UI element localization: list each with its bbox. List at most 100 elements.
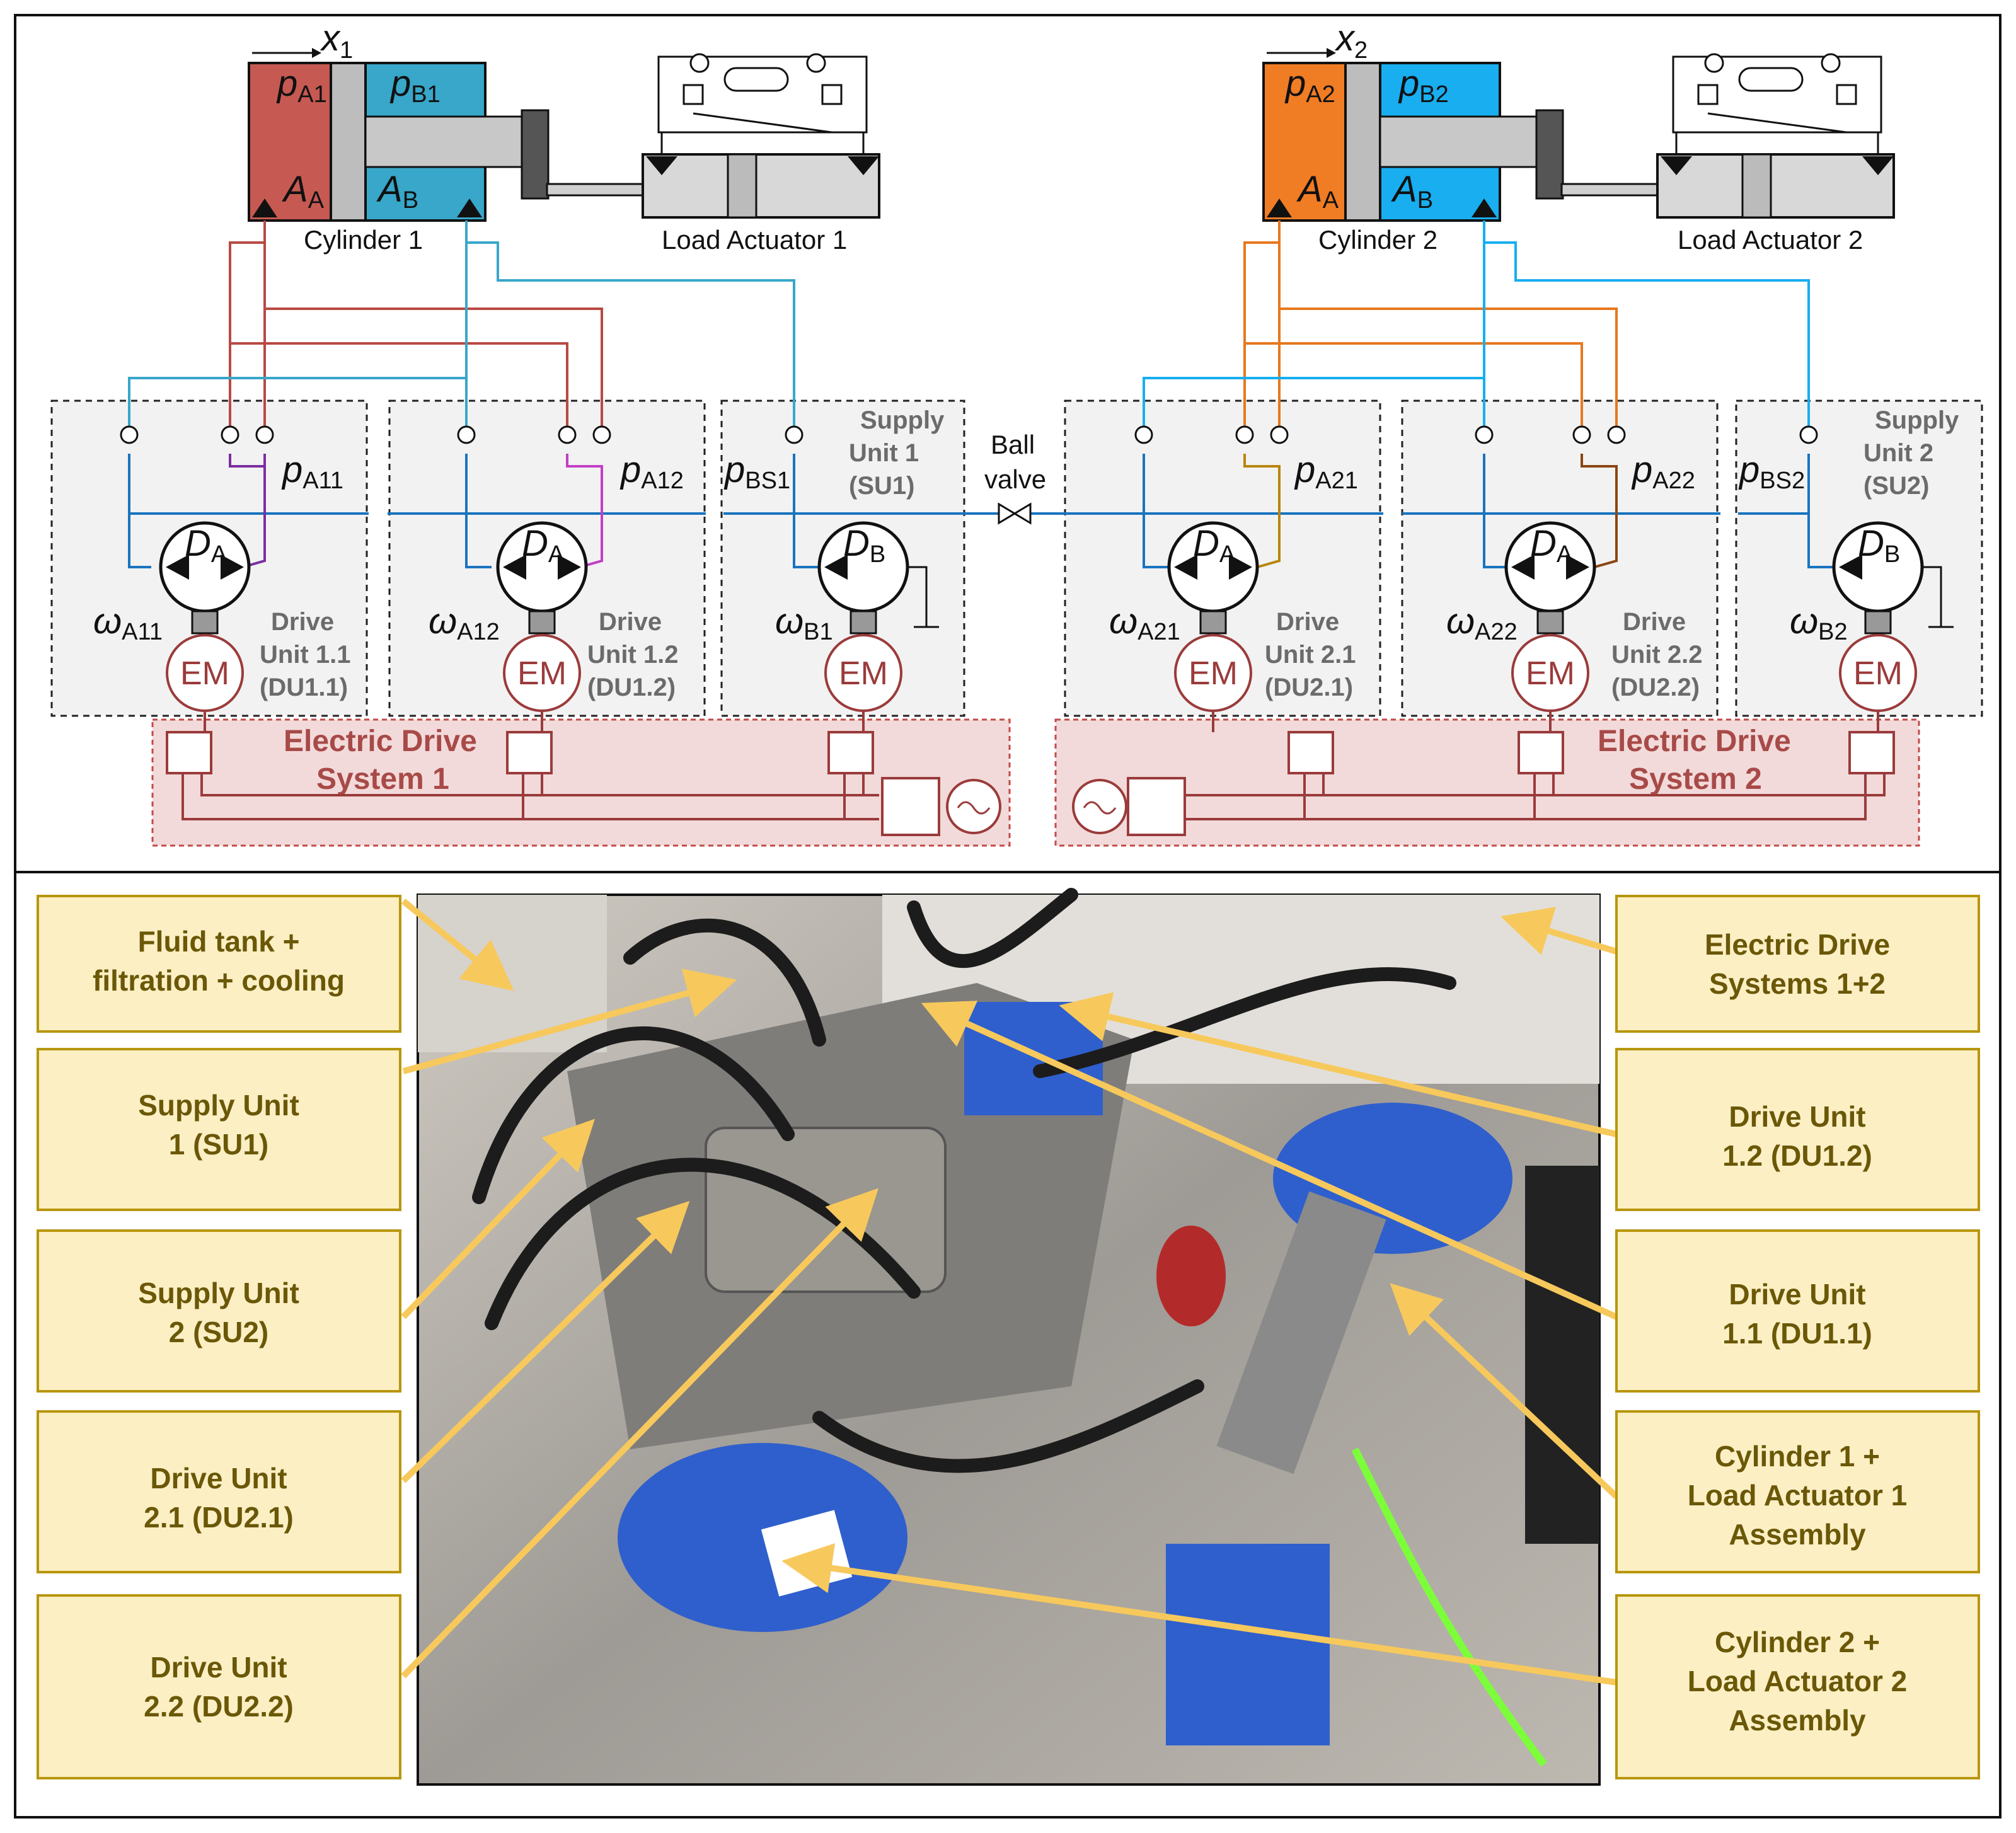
cylinder-2: x2 pA2 pB2 AA AB Cylinder 2 [1262, 18, 1746, 255]
cylinder1-label: Cylinder 1 [304, 225, 423, 255]
pressure-label: pBS2 [1738, 449, 1805, 494]
callout-arrows [401, 899, 1619, 1686]
inverter-icon [1518, 731, 1564, 774]
left-callouts: Fluid tank + filtration + cooling Supply… [37, 895, 401, 1779]
ac-source-2-icon [1083, 801, 1117, 815]
callout-du11-line2: 1.1 (DU1.1) [1722, 1317, 1872, 1350]
unit-name-line3: (DU1.2) [587, 674, 676, 701]
callout-cyl2-line1: Cylinder 2 + [1715, 1626, 1880, 1658]
cylinder1-rod [364, 115, 524, 168]
cylinder1-piston [330, 62, 367, 222]
unit-name-line2: Unit 1 [849, 439, 919, 467]
callout-cyl2 [1615, 1594, 1980, 1779]
cylinder2-rod-end [1535, 109, 1564, 200]
callout-du22 [37, 1594, 401, 1779]
cylinder2-x-label: x2 [1334, 18, 1368, 64]
inverter-icon [827, 731, 874, 774]
unit-name-line1: Drive [599, 608, 662, 636]
displacement-label: DA [1530, 523, 1573, 568]
callout-su1 [37, 1048, 401, 1211]
unit-name-line3: (DU2.2) [1611, 674, 1700, 701]
callout-du22-line1: Drive Unit [150, 1651, 287, 1684]
motor-label: EM [1853, 655, 1903, 692]
inverter-icon [166, 731, 212, 774]
callout-eds-line2: Systems 1+2 [1709, 967, 1886, 1000]
unit-name-line2: Unit 1.1 [260, 641, 350, 669]
cylinder1-rod-end [521, 109, 550, 200]
speed-label: ωA11 [93, 600, 163, 645]
pipes-system-2 [996, 221, 1954, 628]
callout-du11-line1: Drive Unit [1729, 1278, 1865, 1311]
cylinder1-pb-label: pB1 [389, 63, 441, 108]
unit-name-line3: (DU1.1) [260, 674, 348, 701]
pressure-label: pA21 [1294, 449, 1358, 494]
callout-su2-line1: Supply Unit [138, 1277, 299, 1309]
callout-du21-line2: 2.1 (DU2.1) [144, 1501, 294, 1534]
inverter-icon [506, 731, 553, 774]
unit-name-line3: (SU2) [1863, 472, 1929, 500]
unit-name-line2: Unit 1.2 [587, 641, 678, 669]
load-actuator-2: Load Actuator 2 [1656, 53, 1895, 255]
pressure-label: pA12 [619, 449, 684, 494]
cylinder2-aa-label: AA [1296, 169, 1339, 214]
callout-cyl1 [1615, 1410, 1980, 1573]
pressure-label: pBS1 [723, 449, 790, 494]
inverter-icon [1287, 731, 1334, 774]
eds2-box [1054, 718, 1920, 847]
callout-cyl2-line3: Assembly [1729, 1704, 1866, 1737]
unit-name-line2: Unit 2.1 [1265, 641, 1356, 669]
callout-fluid-tank-line1: Fluid tank + [138, 925, 300, 958]
speed-label: ωA12 [429, 600, 500, 645]
displacement-label: DA [522, 523, 565, 568]
callout-du12 [1615, 1048, 1980, 1211]
cylinder2-ab-label: AB [1391, 169, 1433, 214]
motor-label: EM [1526, 655, 1575, 692]
cylinder2-pb-label: pB2 [1398, 63, 1449, 108]
cylinder2-pa-label: pA2 [1284, 63, 1335, 108]
displacement-label: DA [185, 523, 228, 568]
motor-label: EM [1189, 655, 1238, 692]
speed-label: ωA22 [1446, 600, 1518, 645]
callout-du12-line2: 1.2 (DU1.2) [1722, 1139, 1872, 1172]
load-actuator1-label: Load Actuator 1 [662, 225, 847, 255]
load-actuator-1: Load Actuator 1 [642, 53, 880, 255]
cylinder1-x-label: x1 [320, 18, 353, 64]
ball-valve-label: Ball [991, 430, 1035, 459]
eds1-label-2: System 1 [316, 762, 449, 796]
callout-eds [1615, 895, 1980, 1033]
pressure-label: pA11 [281, 449, 343, 494]
inverter-icon [1848, 731, 1895, 774]
cylinder2-label: Cylinder 2 [1318, 225, 1437, 255]
cylinder1-pa-label: pA1 [276, 63, 327, 108]
displacement-label: DB [843, 523, 885, 568]
pipes-system-1 [128, 221, 996, 628]
callout-fluid-tank [37, 895, 401, 1033]
ball-valve: Ball valve [984, 430, 1046, 525]
callout-cyl1-line3: Assembly [1729, 1518, 1866, 1551]
unit-name-line1: Supply [1875, 406, 1959, 434]
callout-su2 [37, 1229, 401, 1393]
right-callouts: Electric Drive Systems 1+2 Drive Unit 1.… [1615, 895, 1980, 1779]
photo-section: Fluid tank + filtration + cooling Supply… [37, 888, 1980, 1786]
unit-name-line1: Drive [1276, 608, 1339, 636]
load-actuator2-label: Load Actuator 2 [1678, 225, 1863, 255]
callout-du21-line1: Drive Unit [150, 1462, 287, 1495]
cylinder1-ab-label: AB [376, 169, 418, 214]
speed-label: ωA21 [1109, 600, 1180, 645]
cylinder1-aa-label: AA [282, 169, 325, 214]
displacement-label: DB [1858, 523, 1900, 568]
callout-du21 [37, 1410, 401, 1573]
unit-name-line3: (DU2.1) [1265, 674, 1353, 701]
cylinder-1: x1 pA1 pB1 AA AB Cylinder 1 [248, 18, 731, 255]
motor-label: EM [839, 655, 888, 692]
ac-source-1-icon [957, 801, 991, 815]
callout-cyl1-line1: Cylinder 1 + [1715, 1440, 1880, 1473]
callout-cyl1-line2: Load Actuator 1 [1688, 1479, 1907, 1512]
